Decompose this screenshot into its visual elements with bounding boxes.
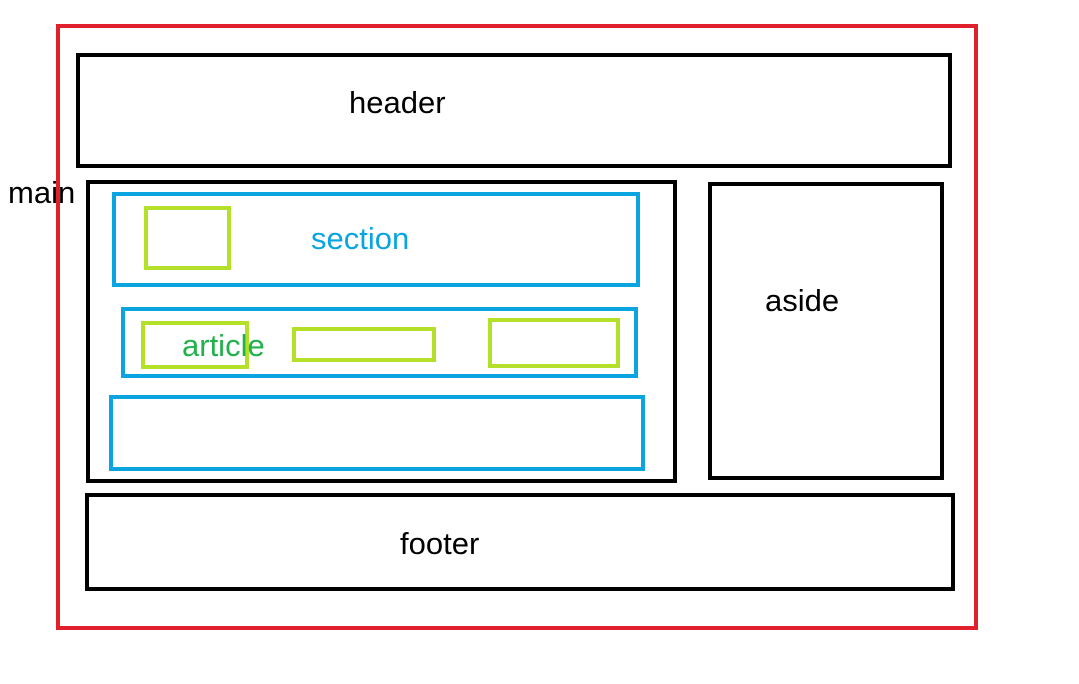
third-section-box [109,395,645,471]
footer-box [85,493,955,591]
article-box-2 [292,327,436,362]
section-box [112,192,640,287]
section-label: section [311,221,410,256]
article-label: article [182,328,265,363]
article-section-box [121,307,638,378]
footer-label: footer [400,526,480,561]
header-box [76,53,952,168]
main-label: main [8,175,76,210]
aside-label: aside [765,283,840,318]
article-box-3 [488,318,620,368]
header-label: header [349,85,446,120]
article-box-1 [141,321,249,369]
section-inner-box [144,206,231,270]
page-container-box [56,24,978,630]
aside-box [708,182,944,480]
main-box [86,180,677,483]
